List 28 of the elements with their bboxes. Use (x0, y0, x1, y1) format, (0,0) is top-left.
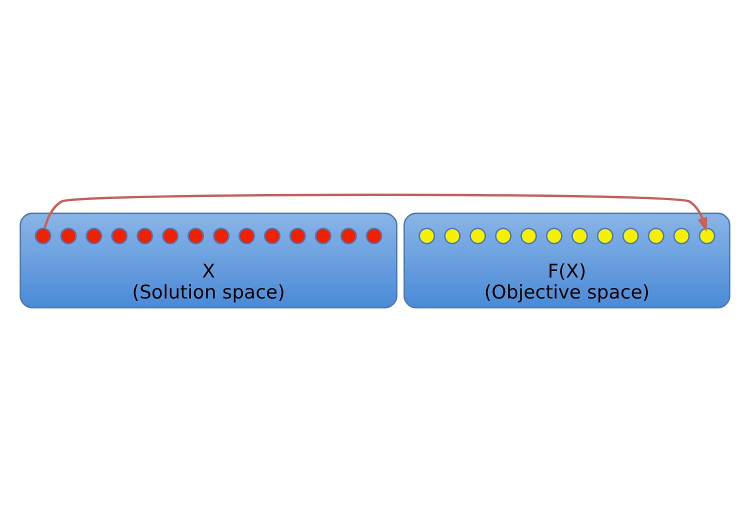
node-circle (622, 228, 639, 244)
node-circle (571, 228, 588, 244)
node-circle (546, 228, 562, 244)
node-circle (136, 228, 154, 244)
node-circle (495, 228, 512, 244)
node-circle (470, 228, 486, 244)
node-circle (418, 228, 436, 244)
node-circle (162, 228, 179, 244)
node-circle (340, 228, 357, 244)
node-circle (34, 228, 52, 244)
node-circle (60, 228, 77, 244)
node-circle (264, 228, 280, 244)
node-circle (698, 228, 716, 244)
node-circle (520, 228, 537, 244)
node-circle (111, 228, 128, 244)
node-circle (238, 228, 255, 244)
node-circle (366, 228, 382, 244)
cluster: X (Solution space) (20, 212, 398, 308)
node-circle (289, 228, 306, 244)
node-circle (188, 228, 204, 244)
node-circle (314, 228, 332, 244)
cluster: F(X) (Objective space) (404, 212, 730, 308)
node-circle (213, 228, 230, 244)
node-circle (444, 228, 461, 244)
node-circle (673, 228, 690, 244)
node-circle (648, 228, 664, 244)
node-circle (596, 228, 614, 244)
node-circle (86, 228, 102, 244)
